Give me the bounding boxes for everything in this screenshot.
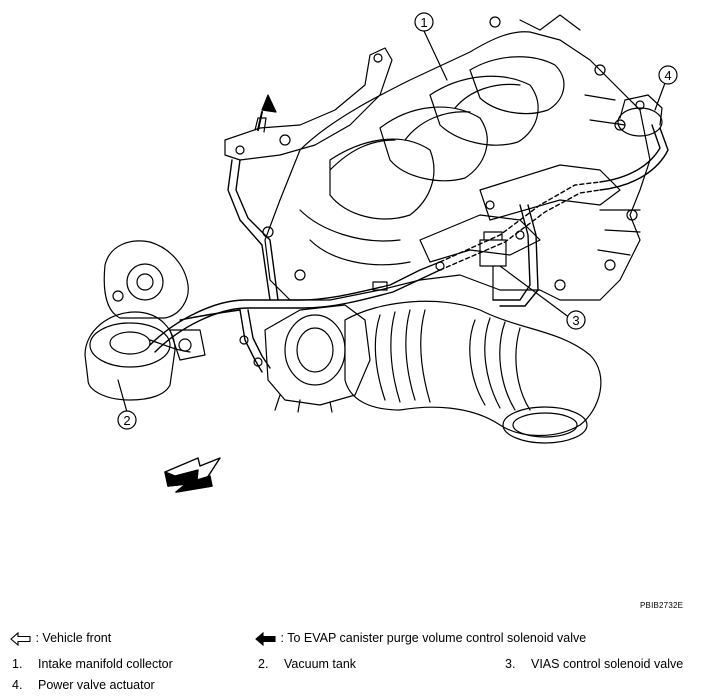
- part-4-label: Power valve actuator: [38, 678, 155, 692]
- callout-1: 1: [414, 12, 448, 81]
- intake-manifold-collector: [262, 14, 651, 301]
- hose-fittings: [239, 261, 445, 367]
- part-1: 1. Intake manifold collector: [12, 657, 173, 671]
- air-duct: [344, 300, 602, 444]
- part-3-number: 3.: [505, 657, 516, 671]
- part-3-label: VIAS control solenoid valve: [531, 657, 684, 671]
- water-pump-area: [103, 240, 206, 361]
- legend-vehicle-front: : Vehicle front: [10, 631, 111, 646]
- callout-3: 3: [499, 265, 586, 330]
- part-2-label: Vacuum tank: [284, 657, 357, 671]
- legend-evap-text: : To EVAP canister purge volume control …: [280, 631, 587, 645]
- callout-3-label: 3: [572, 313, 579, 328]
- vias-solenoid-valve: [479, 231, 507, 301]
- power-valve-actuator: [617, 94, 663, 137]
- part-4-number: 4.: [12, 678, 23, 692]
- vehicle-front-direction-icon: [164, 457, 221, 493]
- part-1-label: Intake manifold collector: [38, 657, 173, 671]
- legend-vehicle-front-text: : Vehicle front: [35, 631, 112, 645]
- callout-4-label: 4: [664, 68, 671, 83]
- evap-flow-arrow-icon: [257, 94, 277, 131]
- solid-left-arrow-icon: [255, 631, 276, 646]
- part-1-number: 1.: [12, 657, 23, 671]
- hollow-left-arrow-icon: [10, 631, 31, 646]
- callout-2: 2: [117, 379, 137, 430]
- vacuum-hoses: [149, 124, 669, 373]
- part-2-number: 2.: [258, 657, 269, 671]
- figure-code: PBIB2732E: [640, 601, 684, 610]
- part-4: 4. Power valve actuator: [12, 678, 155, 692]
- part-3: 3. VIAS control solenoid valve: [505, 657, 683, 671]
- engine-diagram: 1 2 3 4: [84, 12, 678, 493]
- legend-evap: : To EVAP canister purge volume control …: [255, 631, 586, 646]
- callout-1-label: 1: [420, 15, 427, 30]
- hose-bracket: [224, 47, 393, 161]
- callout-2-label: 2: [123, 413, 130, 428]
- callout-4: 4: [654, 65, 678, 111]
- part-2: 2. Vacuum tank: [258, 657, 356, 671]
